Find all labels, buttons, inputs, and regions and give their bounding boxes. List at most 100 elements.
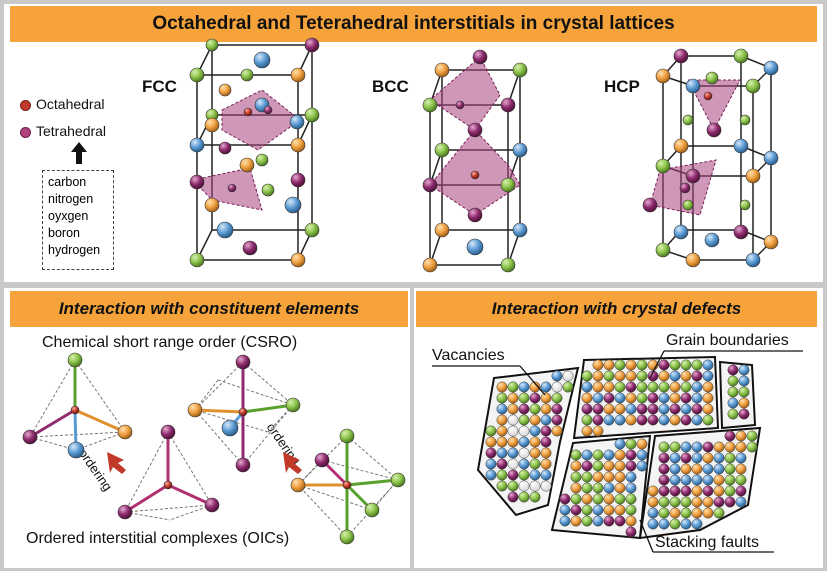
bcc-label: BCC <box>372 77 409 96</box>
grain-atom <box>738 364 750 376</box>
grain-atom <box>581 482 593 494</box>
grain-atom <box>603 504 615 516</box>
fcc-atom <box>263 105 273 115</box>
grain-atom <box>603 493 615 505</box>
grain-atom <box>727 408 739 420</box>
grain-atom <box>658 452 670 464</box>
grain-atom <box>702 452 714 464</box>
hcp-atom <box>739 114 751 126</box>
grain-atom <box>570 515 582 527</box>
grain-atom <box>658 392 670 404</box>
grain-atom <box>592 403 604 415</box>
stacking-faults-label: Stacking faults <box>655 534 760 551</box>
grain-atom <box>614 471 626 483</box>
grain-atom <box>529 381 541 393</box>
lattice-edge <box>124 504 213 513</box>
bcc-atom <box>422 257 438 273</box>
hcp-atom <box>673 138 689 154</box>
grain-atom <box>680 485 692 497</box>
grain-atom <box>702 507 714 519</box>
grain-atom <box>603 449 615 461</box>
grain-atom <box>625 449 637 461</box>
grain-atom <box>727 386 739 398</box>
lattice-edge <box>124 511 171 521</box>
grain-atom <box>647 414 659 426</box>
grain-atom <box>592 482 604 494</box>
fcc-atom <box>216 221 234 239</box>
grain-atom <box>614 504 626 516</box>
grain-atom <box>738 375 750 387</box>
grain-atom <box>636 359 648 371</box>
grain-atom <box>625 504 637 516</box>
grain-atom <box>518 381 530 393</box>
grain-atom <box>658 414 670 426</box>
element-oxygen: oyxgen <box>48 209 89 223</box>
csro-tet-atom <box>67 352 83 368</box>
grain-atom <box>551 425 563 437</box>
grain-atom <box>724 485 736 497</box>
hcp-atom <box>655 158 671 174</box>
grain-atom <box>496 403 508 415</box>
hcp-atom <box>703 91 713 101</box>
grain-atom <box>581 449 593 461</box>
grain-atom <box>691 392 703 404</box>
grain-atom <box>496 381 508 393</box>
csro-oct-center <box>238 407 248 417</box>
fcc-atom <box>204 197 220 213</box>
bcc-atom <box>470 170 480 180</box>
grain-atom <box>570 449 582 461</box>
csro-tet-atom <box>67 441 85 459</box>
vacancy <box>551 381 563 393</box>
oic-tet-atom <box>160 424 176 440</box>
hcp-atom <box>706 122 722 138</box>
oic-tet-center <box>163 480 173 490</box>
hcp-atom <box>682 114 694 126</box>
csro-oct-atom <box>221 419 239 437</box>
oic-tet-bond <box>167 483 213 507</box>
vacancy <box>540 480 552 492</box>
grain-atom <box>727 364 739 376</box>
grain-atom <box>592 425 604 437</box>
grain-atom <box>702 359 714 371</box>
grain-atom <box>485 436 497 448</box>
grain-atom <box>669 507 681 519</box>
grain-atom <box>581 392 593 404</box>
fcc-atom <box>227 183 237 193</box>
grain-atom <box>540 469 552 481</box>
grain-atom <box>614 381 626 393</box>
lattice-edge <box>217 379 294 406</box>
hcp-atom <box>685 252 701 268</box>
hcp-atom <box>733 224 749 240</box>
grain-atom <box>691 381 703 393</box>
grain-atom <box>636 392 648 404</box>
grain-atom <box>735 441 747 453</box>
figure-title: Octahedral and Teterahedral interstitial… <box>10 6 817 42</box>
bcc-atom <box>434 62 450 78</box>
hcp-atom <box>733 138 749 154</box>
oic-tet-bond <box>124 483 169 514</box>
grain-atom <box>603 460 615 472</box>
lattice-edge <box>194 361 244 411</box>
grain-atom <box>614 359 626 371</box>
grain-atom <box>581 425 593 437</box>
lattice-edge <box>29 431 126 438</box>
crystal-defects-title: Interaction with crystal defects <box>416 291 817 327</box>
lattice-edge <box>29 359 76 438</box>
fcc-atom <box>218 83 232 97</box>
grain-atom <box>581 403 593 415</box>
bcc-atom <box>455 100 465 110</box>
grain-atom <box>647 381 659 393</box>
vacancy <box>518 425 530 437</box>
element-boron: boron <box>48 226 80 240</box>
oic-oct-atom <box>390 472 406 488</box>
grain-atom <box>603 381 615 393</box>
legend-octahedral-label: Octahedral <box>36 96 105 112</box>
grain-atom <box>691 370 703 382</box>
grain-atom <box>669 359 681 371</box>
grain-atom <box>540 381 552 393</box>
grain-atom <box>592 493 604 505</box>
hcp-atom <box>733 48 749 64</box>
grain-atom <box>647 370 659 382</box>
grain-atom <box>603 370 615 382</box>
